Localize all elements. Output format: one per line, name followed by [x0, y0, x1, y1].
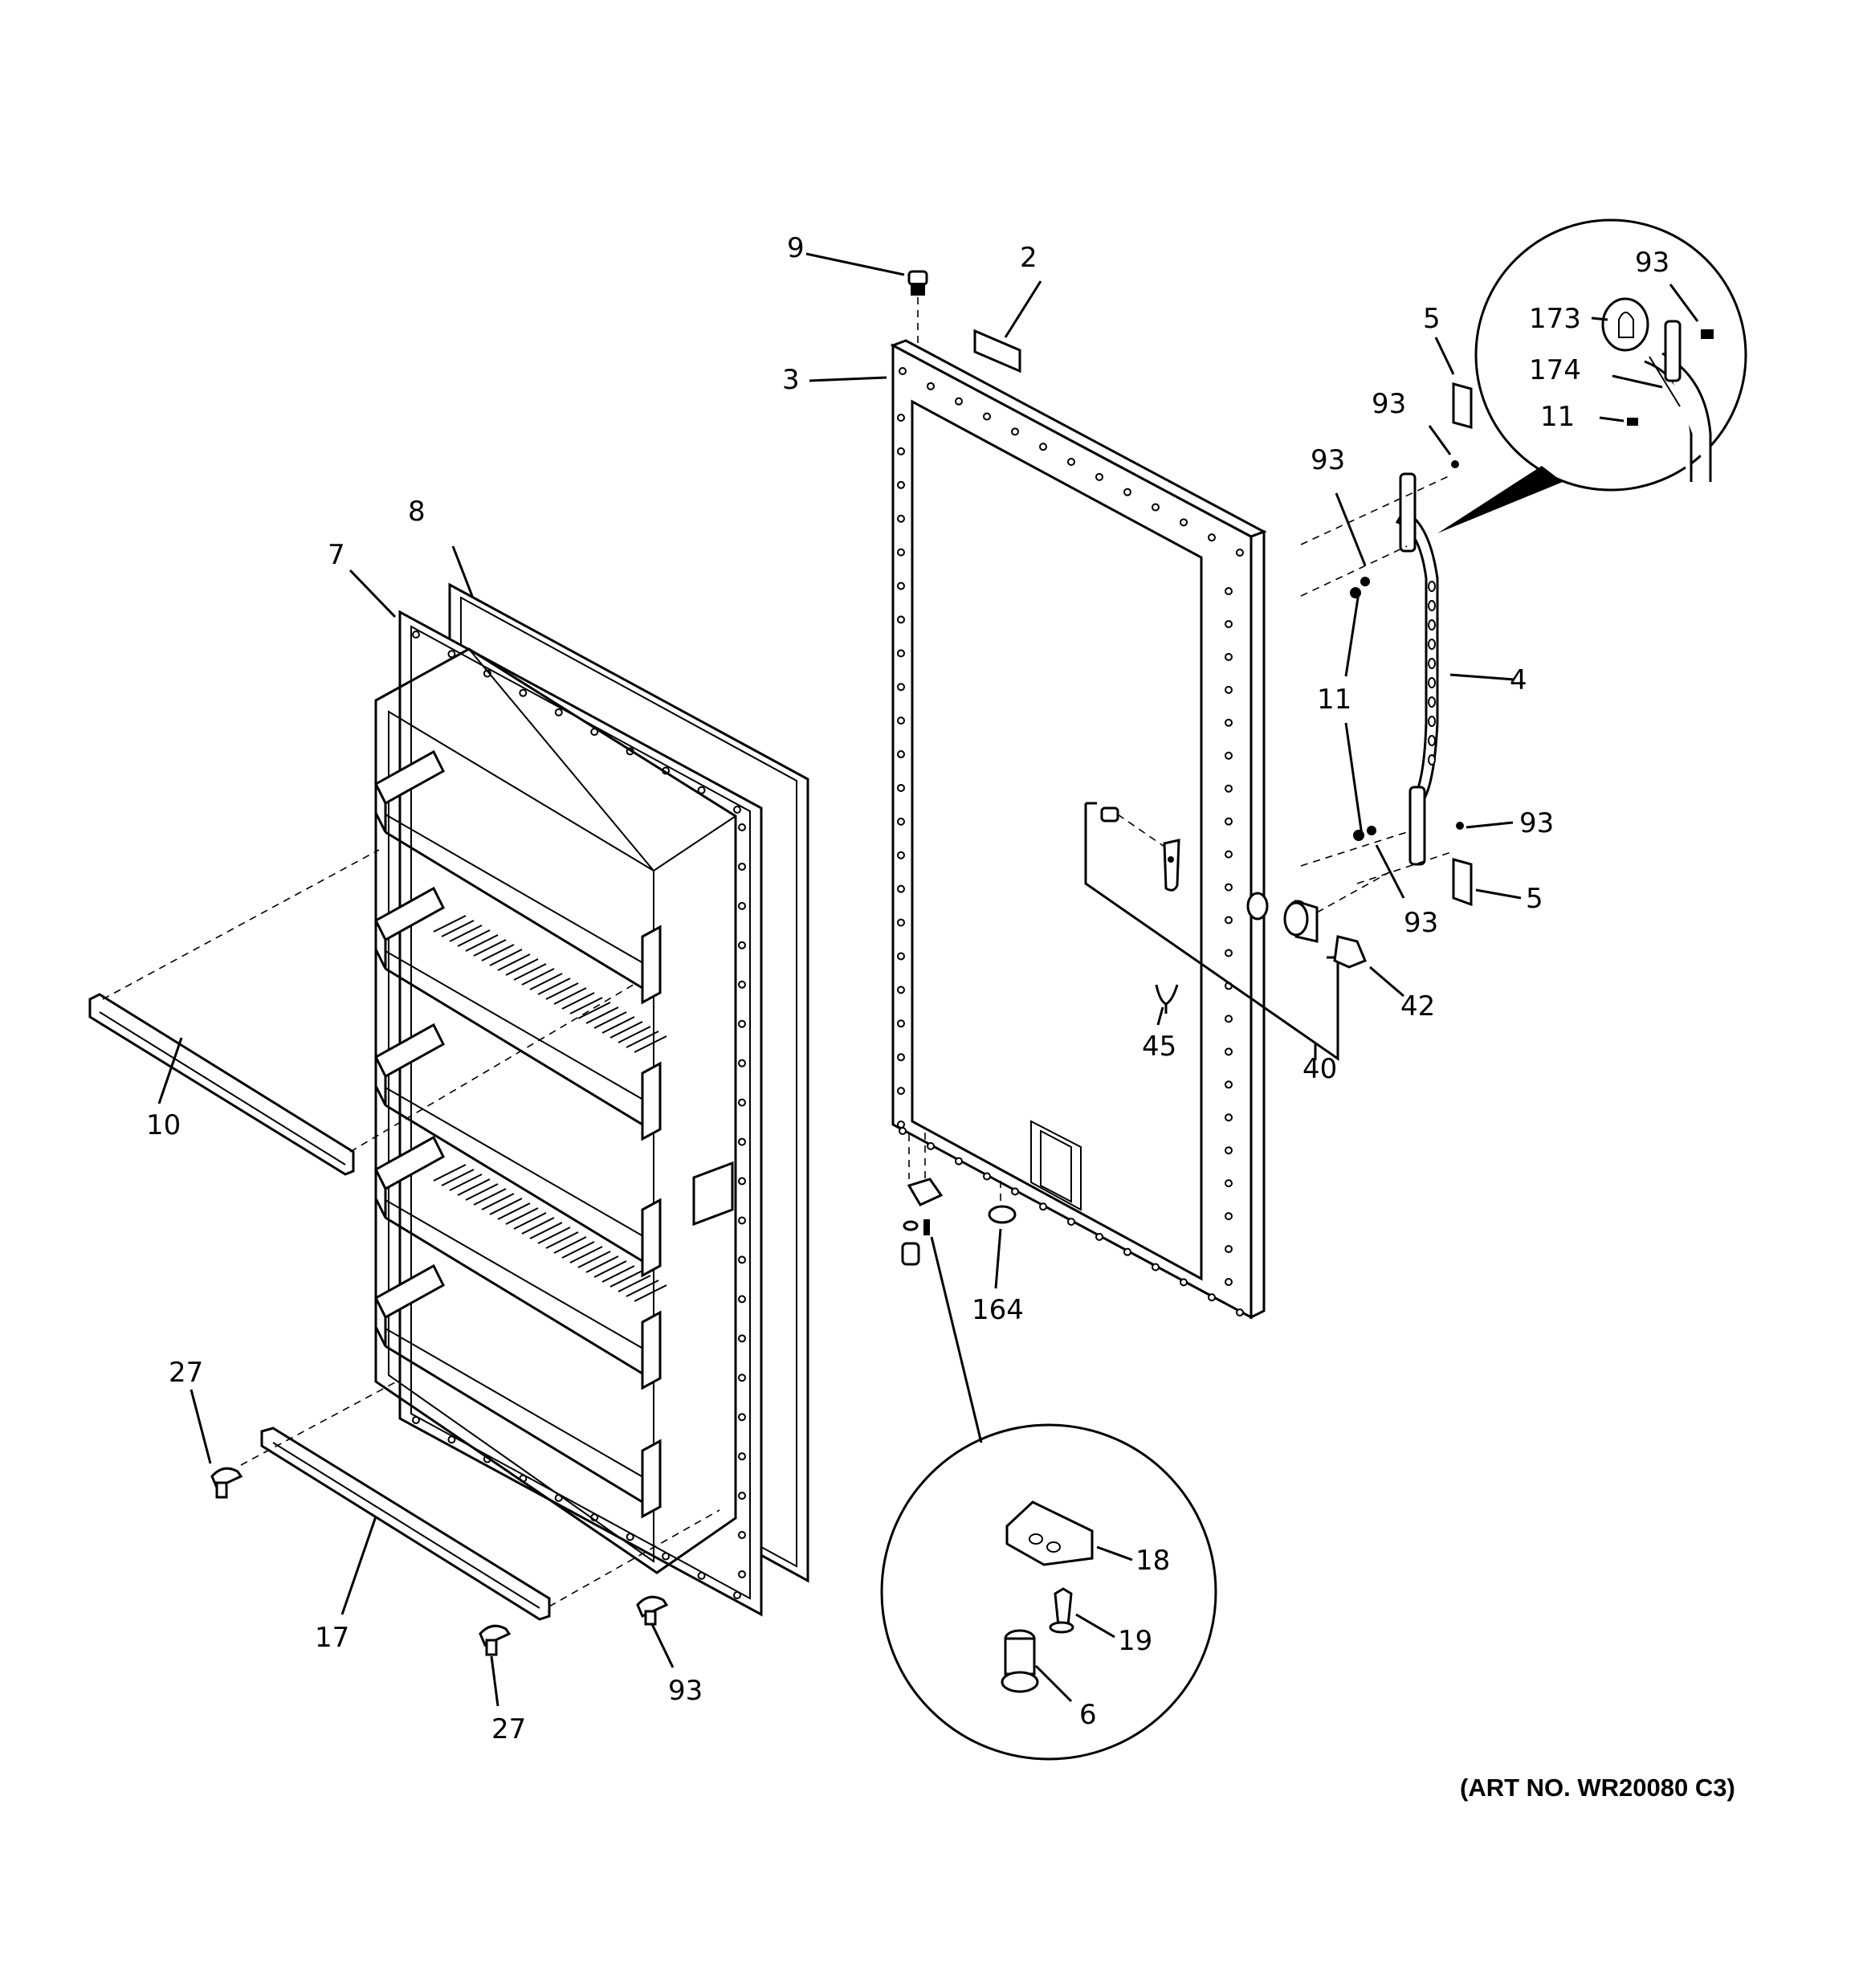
shelf-bar-upper	[88, 849, 637, 1176]
callout-27-b: 27	[491, 1713, 526, 1745]
callout-164: 164	[972, 1294, 1024, 1326]
callout-93-a: 93	[1311, 444, 1345, 476]
leader-lines	[157, 252, 1699, 1707]
detail-circle-hinge	[880, 1236, 1217, 1761]
callout-45: 45	[1142, 1031, 1176, 1063]
art-number: (ART NO. WR20080 C3)	[1460, 1774, 1735, 1802]
callout-11-detail: 11	[1540, 401, 1575, 433]
door-handle	[1300, 382, 1473, 907]
callout-11: 11	[1317, 684, 1351, 716]
bottom-hinge-hardware	[901, 1133, 1017, 1266]
callout-19: 19	[1118, 1625, 1152, 1657]
callout-173: 173	[1529, 303, 1581, 335]
callout-27-a: 27	[169, 1357, 203, 1389]
callout-6: 6	[1079, 1699, 1097, 1731]
door-bolt-holes	[897, 367, 1244, 1316]
callout-8: 8	[408, 496, 426, 528]
callout-5-bottom: 5	[1526, 883, 1543, 915]
callout-93-e: 93	[668, 1675, 703, 1707]
callout-93-b: 93	[1404, 907, 1438, 939]
callout-40: 40	[1302, 1053, 1337, 1085]
callout-2: 2	[1020, 242, 1037, 274]
hinge-pin	[907, 270, 928, 347]
callout-3: 3	[782, 364, 800, 396]
outer-door-panel	[890, 339, 1267, 1320]
callout-10: 10	[146, 1109, 181, 1141]
door-shelves	[374, 749, 667, 1519]
lock-assembly	[1084, 802, 1390, 1061]
strike-clip	[1155, 984, 1179, 1014]
callout-93-handle-top: 93	[1372, 388, 1406, 420]
label-sticker	[973, 329, 1021, 374]
callout-4: 4	[1510, 664, 1527, 696]
callout-17: 17	[315, 1622, 349, 1654]
callout-5-top: 5	[1423, 303, 1441, 335]
callout-174: 174	[1529, 354, 1581, 386]
door-liner	[374, 610, 763, 1617]
callout-93-detail: 93	[1635, 247, 1669, 279]
shelf-bar-lower	[240, 1381, 720, 1621]
callout-42: 42	[1400, 990, 1435, 1023]
bottom-screws	[210, 1467, 669, 1656]
callout-labels: 9 2 3 5 93 93 4 11 93 93 5 42 40 45 164 …	[146, 232, 1735, 1802]
callout-18: 18	[1135, 1545, 1170, 1577]
callout-7: 7	[328, 539, 345, 571]
callout-9: 9	[787, 232, 805, 264]
callout-93-c: 93	[1519, 807, 1554, 839]
detail-circle-handle	[1437, 218, 1747, 533]
